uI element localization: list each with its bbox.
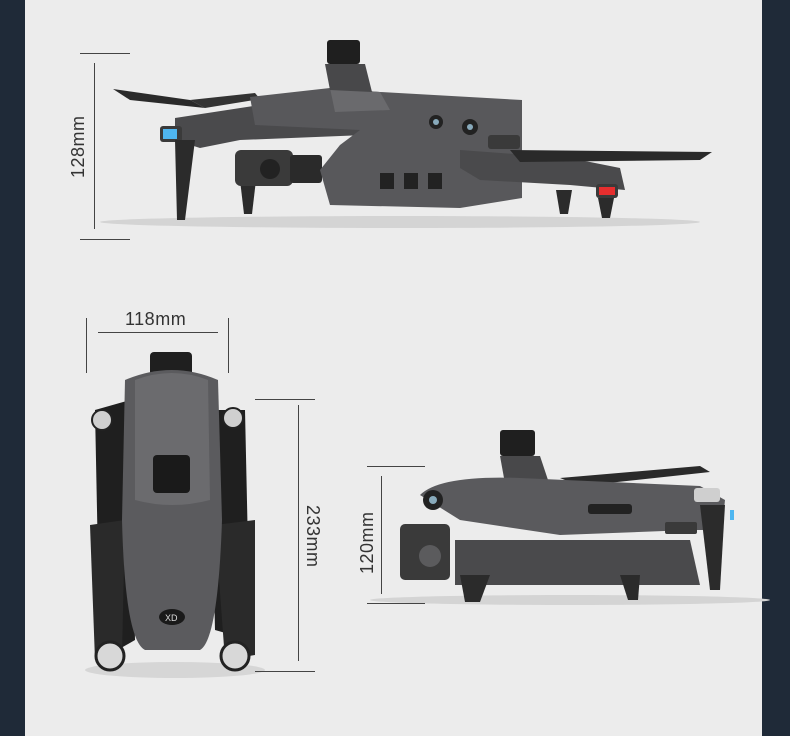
left-border — [0, 0, 25, 736]
svg-text:XD: XD — [165, 613, 178, 623]
dimension-line-folded-height — [381, 476, 382, 594]
dimension-tick-top-length — [255, 399, 315, 400]
dimension-tick-bottom-length — [255, 671, 315, 672]
dimension-tick-left — [86, 318, 87, 373]
dimension-tick-top-folded — [367, 466, 425, 467]
dimension-line-height — [94, 63, 95, 229]
dimension-line-length — [298, 405, 299, 661]
dimension-tick-top — [80, 53, 130, 54]
dimension-tick-bottom-folded — [367, 603, 425, 604]
dimension-folded-height-label: 120mm — [357, 511, 377, 574]
right-border — [762, 0, 790, 736]
dimension-width-label: 118mm — [125, 309, 187, 329]
dimension-tick-right — [228, 318, 229, 373]
dimension-tick-bottom — [80, 239, 130, 240]
dimension-line-width — [98, 332, 218, 333]
